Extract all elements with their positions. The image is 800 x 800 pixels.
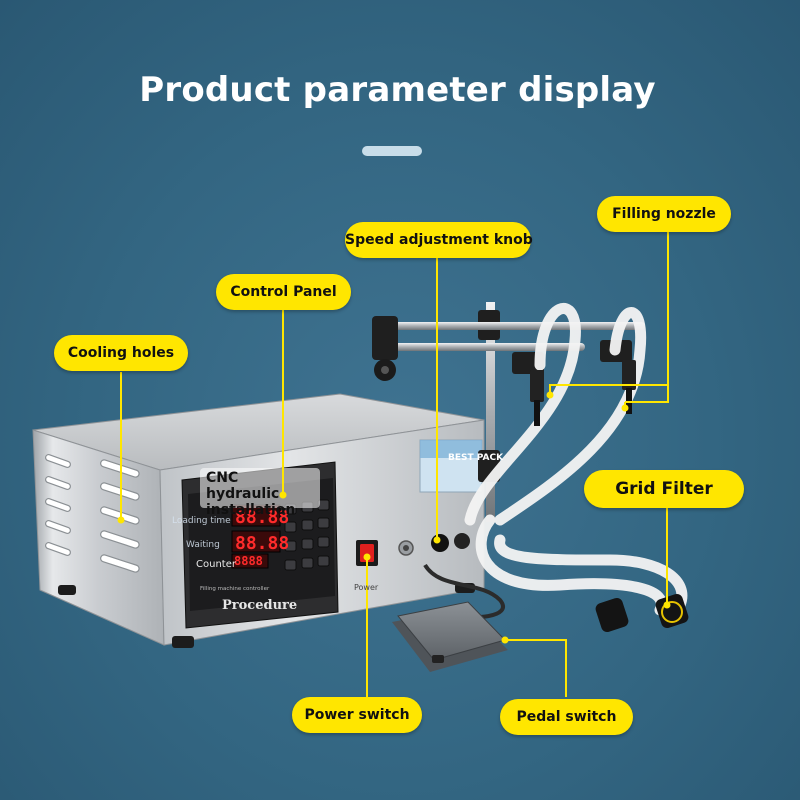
label-controller: Filling machine controller (200, 586, 270, 592)
grid-filter-right (655, 593, 689, 629)
horizontal-rod-top (385, 322, 645, 330)
callout-speed-knob: Speed adjustment knob (345, 222, 533, 258)
speed-knob (431, 534, 449, 552)
nozzle-right (622, 360, 636, 390)
led-display-2: 88.88 (235, 533, 289, 554)
led-display-group (231, 504, 281, 569)
brand-sticker-text: BEST PACK (448, 453, 504, 463)
overlay-label-bg (200, 468, 320, 508)
callout-filling-nozzle: Filling nozzle (597, 196, 731, 232)
title-underline (362, 146, 422, 156)
label-loading-time: Loading time (172, 516, 231, 526)
overlay-label: CNC hydraulic installation (206, 470, 296, 518)
label-counter: Counter (196, 559, 237, 570)
label-procedure: Procedure (222, 598, 297, 613)
leader-dots (117, 391, 671, 644)
nozzle-left (530, 370, 544, 402)
callout-power-switch: Power switch (292, 697, 422, 733)
keypad (284, 499, 330, 571)
foot (58, 585, 76, 595)
grid-filter-left (595, 597, 629, 633)
horizontal-rod-bottom (385, 343, 585, 351)
power-switch-rocker (360, 544, 374, 562)
callout-pedal-switch: Pedal switch (500, 699, 633, 735)
callout-control-panel: Control Panel (216, 274, 351, 310)
brand-sticker-band (420, 440, 482, 458)
mount-post (486, 302, 495, 522)
leader-lines (120, 232, 669, 697)
foot (172, 636, 194, 648)
callout-cooling-holes: Cooling holes (54, 335, 188, 371)
page-title: Product parameter display (139, 70, 656, 110)
connector-center (403, 545, 409, 551)
label-waiting: Waiting (186, 540, 220, 550)
speed-knob-second (454, 533, 470, 549)
clamp-knob-center (381, 366, 389, 374)
rod-clamp-left (372, 316, 398, 360)
led-display-3: 8888 (234, 554, 263, 568)
label-power: Power (354, 583, 379, 592)
led-display-1: 88.88 (235, 507, 289, 528)
grid-filter-ring (661, 601, 683, 623)
callout-grid-filter: Grid Filter (584, 470, 744, 508)
silicone-tubes (464, 303, 688, 616)
nozzle-left-tip (534, 400, 540, 426)
foot-pedal-pivot (432, 655, 444, 663)
